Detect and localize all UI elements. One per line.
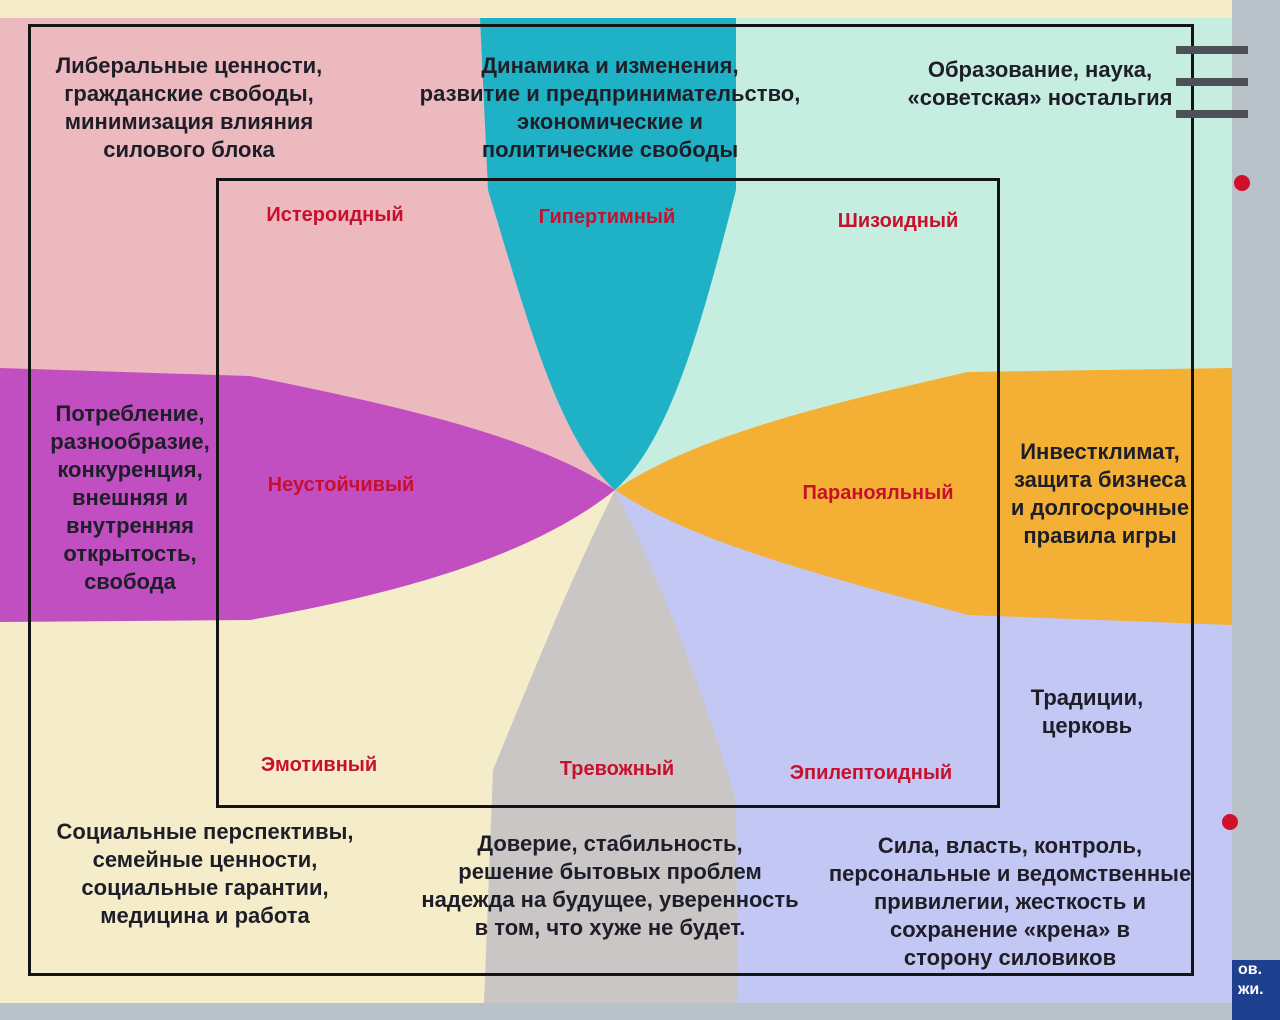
label-top-left: Либеральные ценности, гражданские свобод… bbox=[55, 53, 323, 162]
sector-anxious bbox=[484, 490, 738, 1003]
type-epileptoid: Эпилептоидный bbox=[789, 762, 953, 784]
type-anxious: Тревожный bbox=[559, 758, 675, 780]
type-unstable: Неустойчивый bbox=[267, 474, 415, 496]
red-dot-icon bbox=[1234, 175, 1250, 191]
menu-icon[interactable] bbox=[1176, 110, 1248, 118]
label-top-center: Динамика и изменения, развитие и предпри… bbox=[419, 53, 801, 162]
sector-hyperthymic bbox=[480, 18, 736, 490]
label-right: Инвестклимат, защита бизнеса и долгосроч… bbox=[1010, 439, 1190, 548]
label-top-right: Образование, наука, «советская» ностальг… bbox=[907, 57, 1173, 110]
type-hysteroid: Истероидный bbox=[266, 204, 404, 226]
type-schizoid: Шизоидный bbox=[837, 210, 959, 232]
label-right-lower: Традиции, церковь bbox=[1030, 685, 1144, 738]
label-bottom-left: Социальные перспективы, семейные ценност… bbox=[56, 819, 354, 928]
type-emotive: Эмотивный bbox=[260, 754, 378, 776]
type-hyperthymic: Гипертимный bbox=[538, 206, 676, 228]
menu-icon[interactable] bbox=[1176, 78, 1248, 86]
label-left: Потребление, разнообразие, конкуренция, … bbox=[50, 401, 210, 594]
side-tab[interactable]: ов. жи. bbox=[1232, 960, 1280, 1020]
type-paranoid: Паранояльный bbox=[802, 482, 954, 504]
sector-unstable bbox=[0, 368, 615, 622]
inner-frame bbox=[216, 178, 1000, 808]
sector-liberal bbox=[0, 18, 615, 490]
label-bottom-right: Сила, власть, контроль, персональные и в… bbox=[828, 833, 1192, 970]
menu-icon[interactable] bbox=[1176, 46, 1248, 54]
outer-frame bbox=[28, 24, 1194, 976]
label-bottom-center: Доверие, стабильность, решение бытовых п… bbox=[421, 831, 799, 940]
sector-paranoid bbox=[615, 368, 1232, 625]
red-dot-icon bbox=[1222, 814, 1238, 830]
